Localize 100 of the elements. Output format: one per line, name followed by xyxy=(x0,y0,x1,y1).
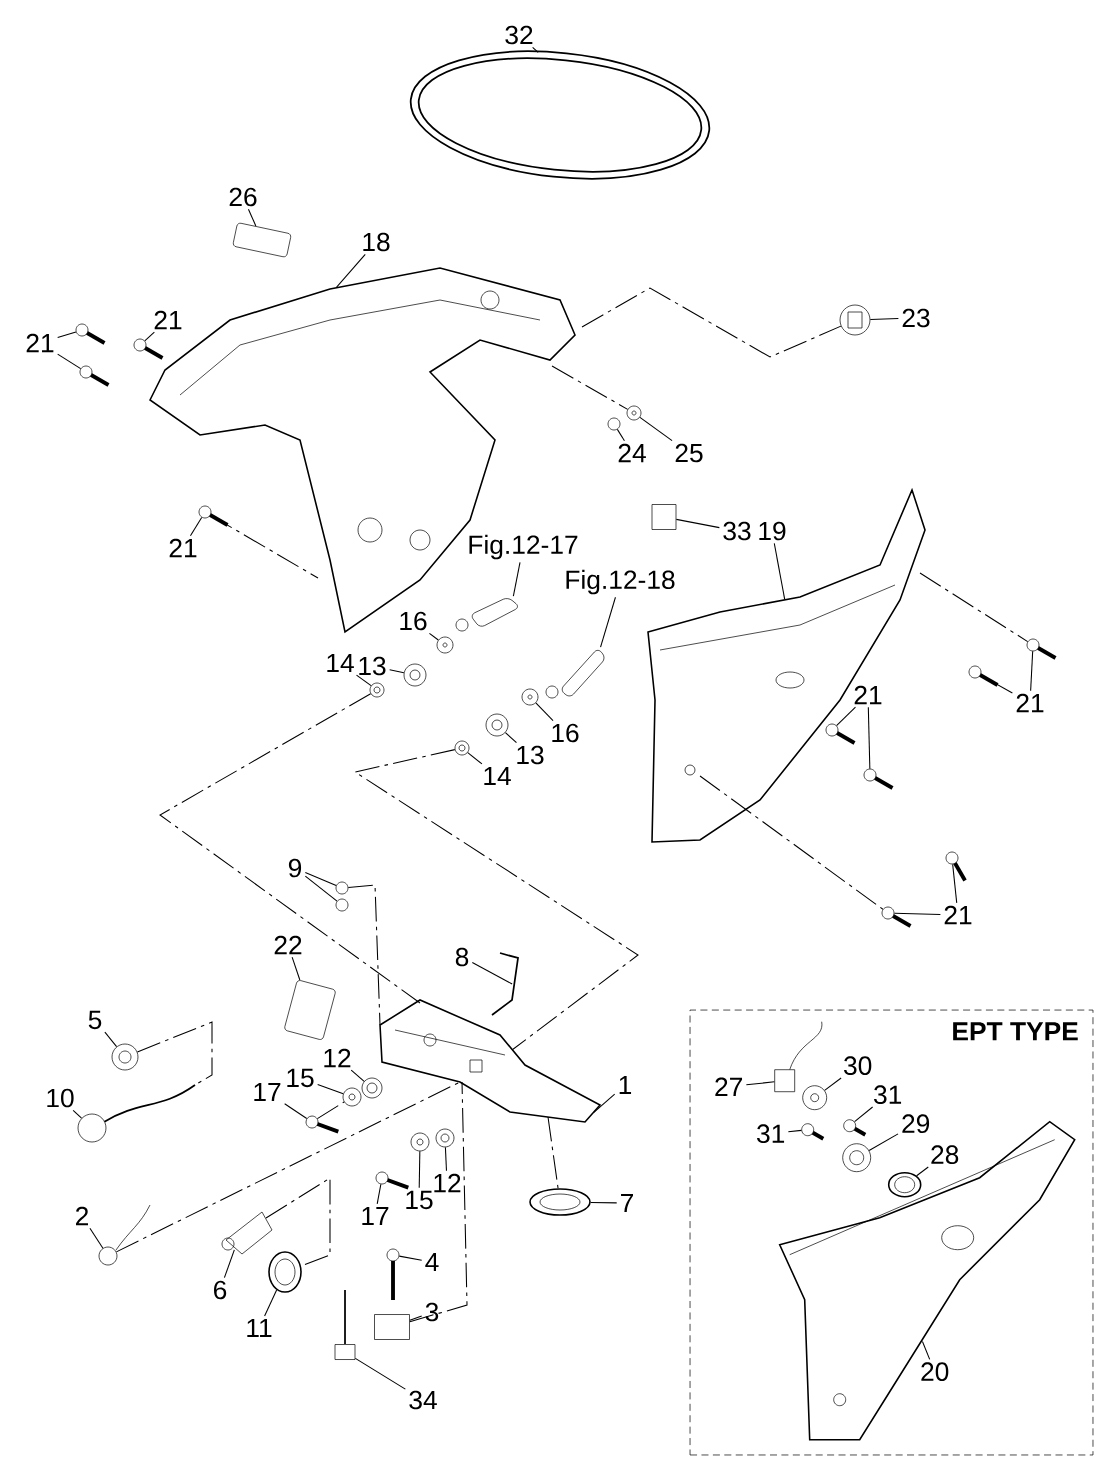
assembly-line xyxy=(409,1081,468,1323)
assembly-line xyxy=(347,884,381,1026)
assembly-line xyxy=(547,1116,559,1189)
callout-number: 21 xyxy=(154,310,182,330)
callout-number: 16 xyxy=(552,723,579,743)
leader-line xyxy=(189,516,203,537)
callout-number: 32 xyxy=(505,25,533,45)
callout-number: 11 xyxy=(247,1318,272,1338)
callout-number: 5 xyxy=(88,1010,102,1030)
callout-number: 10 xyxy=(47,1088,74,1108)
leader-line xyxy=(836,706,856,727)
leader-line xyxy=(57,331,77,339)
leader-line xyxy=(675,518,720,529)
callout-number: 1 xyxy=(619,1075,632,1095)
leader-line xyxy=(409,1315,423,1321)
leader-line xyxy=(532,46,539,53)
washer xyxy=(342,1087,362,1107)
callout-number: 28 xyxy=(931,1145,959,1165)
callout-number: 7 xyxy=(621,1193,633,1213)
bolt xyxy=(198,505,229,527)
leader-line xyxy=(504,732,517,744)
leader-line xyxy=(354,1357,406,1390)
callout-number: 27 xyxy=(715,1077,743,1096)
leader-line xyxy=(89,1227,104,1249)
screw-head xyxy=(335,881,349,895)
leader-line xyxy=(104,1031,118,1048)
callout-number: 16 xyxy=(400,611,427,631)
plug xyxy=(77,1084,196,1143)
callout-number: 20 xyxy=(921,1362,949,1382)
bolt xyxy=(1026,638,1057,660)
leader-line xyxy=(745,1081,775,1086)
bolt xyxy=(945,851,967,882)
callout-number: 30 xyxy=(844,1056,872,1075)
callout-number: 4 xyxy=(425,1252,439,1272)
leader-line xyxy=(317,1083,344,1095)
connector xyxy=(774,1021,823,1093)
plate xyxy=(284,980,336,1040)
callout-number: 12 xyxy=(324,1048,351,1068)
bracket xyxy=(379,999,602,1123)
screw-head xyxy=(607,417,621,431)
callout-number: 3 xyxy=(425,1302,439,1322)
callout-number: 21 xyxy=(854,685,882,705)
cap xyxy=(839,304,871,336)
plug xyxy=(98,1204,151,1266)
leader-line xyxy=(356,674,372,687)
callout-number: 14 xyxy=(484,766,511,786)
block xyxy=(651,504,677,530)
leader-line xyxy=(616,428,625,442)
callout-number: 21 xyxy=(944,905,972,925)
leader-line xyxy=(418,1150,421,1189)
leader-line xyxy=(921,1341,931,1360)
leader-line xyxy=(787,1129,802,1133)
assembly-line xyxy=(699,775,884,910)
washer xyxy=(410,1132,430,1152)
leader-line xyxy=(600,596,616,648)
callout-number: 9 xyxy=(288,858,302,878)
leader-line xyxy=(824,1077,842,1091)
bolt xyxy=(801,1123,825,1141)
figure-reference: Fig.12-17 xyxy=(469,534,578,560)
leader-line xyxy=(1030,650,1034,692)
callout-number: 31 xyxy=(757,1124,785,1144)
bolt xyxy=(75,323,106,345)
callout-number: 13 xyxy=(517,745,544,765)
leader-line xyxy=(916,1166,929,1177)
callout-number: 21 xyxy=(169,538,197,558)
leader-line xyxy=(952,863,958,904)
assembly-line xyxy=(115,1081,461,1253)
leader-line xyxy=(247,208,257,227)
leader-line xyxy=(893,912,941,916)
leader-line xyxy=(376,1183,382,1205)
leader-line xyxy=(444,1146,447,1172)
bolt xyxy=(79,365,110,387)
o-ring xyxy=(887,1171,922,1198)
decal xyxy=(232,222,292,258)
assembly-line xyxy=(136,1021,213,1086)
screw-head xyxy=(335,898,349,912)
leader-line xyxy=(264,1289,278,1317)
collar xyxy=(369,682,385,698)
callout-number: 33 xyxy=(723,521,751,541)
grommet xyxy=(268,1251,302,1293)
leader-line xyxy=(223,1249,235,1279)
callout-number: 34 xyxy=(409,1390,437,1410)
leader-line xyxy=(868,1133,899,1152)
bolt xyxy=(863,768,894,790)
bolt xyxy=(386,1248,400,1300)
leader-line xyxy=(398,1255,423,1261)
leader-line xyxy=(57,353,82,370)
clip xyxy=(334,1289,356,1360)
link-arm xyxy=(545,650,605,699)
boot xyxy=(221,1211,273,1255)
collar xyxy=(454,740,470,756)
callout-number: 2 xyxy=(76,1206,88,1226)
callout-number: 25 xyxy=(675,443,703,463)
callout-number: 31 xyxy=(874,1085,902,1105)
leader-line xyxy=(336,253,366,288)
bracket xyxy=(491,952,519,1016)
leader-line xyxy=(854,1106,874,1123)
grommet xyxy=(485,713,509,737)
grommet xyxy=(435,1128,455,1148)
leader-line xyxy=(304,875,338,902)
